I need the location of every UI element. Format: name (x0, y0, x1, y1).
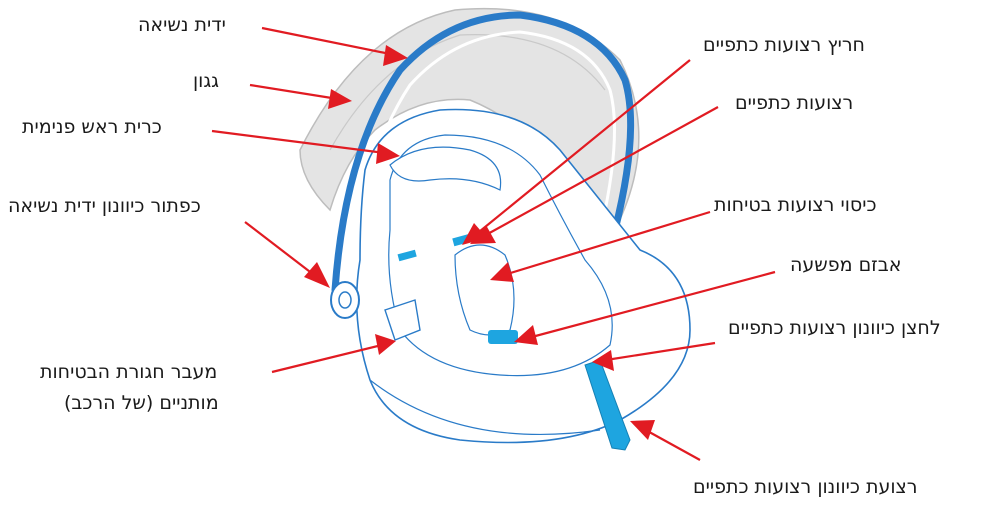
arrow-handle-button-line (245, 222, 318, 278)
label-lap-belt-guide-line1: מעבר חגורת הבטיחות (40, 362, 217, 384)
arrow-handle-button-head (304, 262, 330, 288)
label-belt-pad-cover: כיסוי רצועות בטיחות (714, 195, 877, 217)
handle-pivot (331, 282, 359, 318)
arrow-canopy-line (250, 85, 338, 99)
label-canopy: גגון (193, 71, 219, 93)
label-harness-adjust-strap: רצועת כיוונון רצועות כתפיים (693, 477, 918, 499)
arrow-carry-handle-line (262, 28, 395, 55)
label-carry-handle: ידית נשיאה (138, 15, 226, 37)
label-shoulder-strap-slot: חריץ רצועות כתפיים (703, 35, 865, 57)
buckle-shape (488, 330, 518, 344)
label-shoulder-straps: רצועות כתפיים (735, 93, 853, 115)
arrow-adjust-strap-head (630, 420, 655, 440)
arrow-adjust-strap-line (642, 428, 700, 460)
label-inner-head-cushion: כרית ראש פנימית (22, 117, 162, 139)
label-handle-adjust-button: כפתור כיוונון ידית נשיאה (8, 196, 201, 218)
label-lap-belt-guide-line2: מותניים (של הרכב) (64, 393, 219, 415)
label-crotch-buckle: אבזם מפשעה (790, 255, 901, 277)
label-harness-adjust-button: לחצן כיוונון רצועות כתפיים (728, 318, 941, 340)
